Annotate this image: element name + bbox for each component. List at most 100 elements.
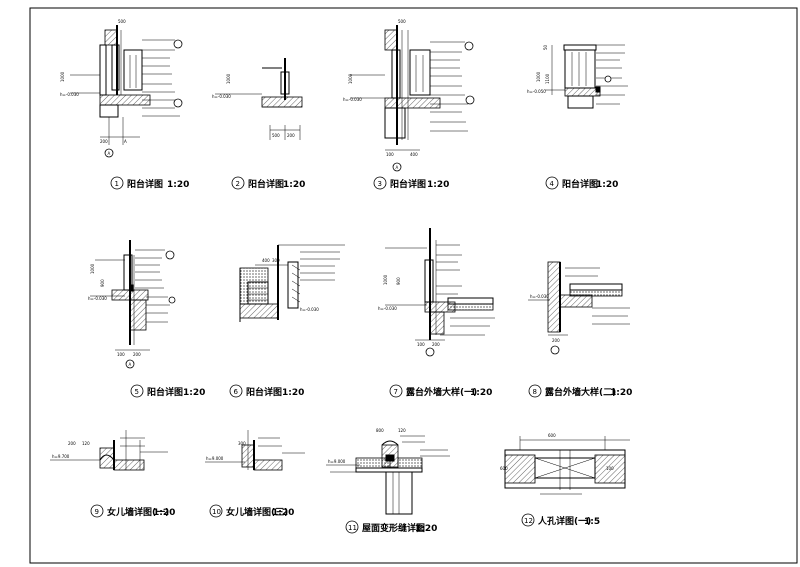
detail-4-drawing: 50 1000 1100 h=-0.050 [527, 44, 628, 109]
detail-6-drawing: 400 300 h=-0.030 [239, 244, 345, 322]
d11-dim-b: 120 [398, 428, 406, 433]
detail-9-scale: 1:20 [153, 508, 175, 518]
detail-11-number: 11 [348, 524, 357, 532]
detail-3-scale: 1:20 [427, 180, 449, 190]
detail-2-drawing: h=-0.030 1000 500 200 [212, 58, 303, 140]
detail-4-scale: 1:20 [596, 180, 618, 190]
d7-level: h=-0.030 [378, 306, 397, 311]
detail-7-number-circle [389, 384, 403, 398]
d8-dim-a: 200 [552, 338, 560, 343]
detail-1-number-circle [110, 176, 124, 190]
detail-2-number: 2 [236, 180, 240, 188]
d12-dim-a: 600 [548, 433, 556, 438]
d10-level: h=9.000 [206, 456, 224, 461]
detail-10-drawing: 300 h=9.000 [205, 430, 305, 471]
detail-8-title: 露台外墙大样(二) [545, 386, 616, 398]
d5-axis: A [129, 362, 132, 367]
d1-dim-b: A [124, 139, 127, 144]
d11-level: h=9.000 [328, 459, 346, 464]
detail-1-title: 阳台详图 [127, 178, 163, 190]
d3-axis: A [396, 165, 399, 170]
detail-10-title: 女儿墙详图(三) [226, 506, 288, 518]
d10-dim-a: 300 [238, 441, 246, 446]
detail-2-number-circle [231, 176, 245, 190]
detail-7-title: 露台外墙大样(一) [406, 386, 477, 398]
detail-5-scale: 1:20 [183, 388, 205, 398]
d7-height-a: 1000 [383, 274, 388, 285]
d7-dim-b: 200 [432, 342, 440, 347]
detail-6-scale: 1:20 [282, 388, 304, 398]
d2-dim-b: 200 [287, 133, 295, 138]
d2-level: h=-0.030 [212, 94, 231, 99]
detail-9-number-circle [90, 504, 104, 518]
d1-level: h=-0.030 [60, 92, 79, 97]
d5-height-a: 1000 [90, 263, 95, 274]
detail-5-drawing: h=-0.030 1000 900 100 200 A [88, 240, 176, 369]
d7-height-b: 900 [396, 277, 401, 285]
d5-level: h=-0.030 [88, 296, 107, 301]
detail-1-number: 1 [115, 180, 119, 188]
detail-8-number-circle [528, 384, 542, 398]
detail-11-scale: 1:20 [415, 524, 437, 534]
detail-11-drawing: 800 120 h=9.000 [326, 428, 450, 515]
detail-6-title: 阳台详图 [246, 386, 282, 398]
d1-dim-a: 200 [100, 139, 108, 144]
detail-4-number: 4 [550, 180, 555, 188]
detail-1-drawing: h=-0.030 1000 200 A 500 A [60, 19, 183, 158]
detail-8-number: 8 [533, 388, 537, 396]
detail-7-number: 7 [394, 388, 398, 396]
d3-height: 1000 [348, 73, 353, 84]
d4-height-a: 1000 [536, 71, 541, 82]
detail-3-drawing: h=-0.030 1000 100 400 500 A [343, 19, 475, 172]
detail-10-scale: 1:20 [272, 508, 294, 518]
d6-dim-a: 400 [262, 258, 270, 263]
d5-dim-b: 200 [133, 352, 141, 357]
detail-12-scale: 1:5 [584, 517, 600, 527]
detail-1-scale: 1:20 [167, 180, 189, 190]
detail-9-title: 女儿墙详图(一) [107, 506, 169, 518]
detail-7-drawing: h=-0.030 1000 900 100 200 [378, 228, 495, 357]
detail-11-number-circle [345, 520, 359, 534]
detail-4-title: 阳台详图 [562, 178, 598, 190]
d2-height: 1000 [226, 73, 231, 84]
detail-3-title: 阳台详图 [390, 178, 426, 190]
d11-dim-a: 800 [376, 428, 384, 433]
detail-7-scale: 1:20 [470, 388, 492, 398]
detail-5-number-circle [130, 384, 144, 398]
d12-dim-c: 100 [606, 466, 614, 471]
detail-2-scale: 1:20 [283, 180, 305, 190]
d9-level: h=9.700 [52, 454, 70, 459]
d6-level: h=-0.030 [300, 307, 319, 312]
detail-3-number: 3 [378, 180, 382, 188]
d3-dim-top: 500 [398, 19, 406, 24]
d3-dim-a: 100 [386, 152, 394, 157]
detail-9-drawing: 200 120 h=9.700 [50, 430, 168, 471]
d4-height-b: 1100 [545, 73, 550, 84]
detail-3-number-circle [373, 176, 387, 190]
detail-6-number-circle [229, 384, 243, 398]
detail-6-number: 6 [234, 388, 239, 396]
detail-10-number: 10 [212, 508, 221, 516]
detail-12-number: 12 [524, 517, 533, 525]
d9-dim-b: 120 [82, 441, 90, 446]
detail-8-scale: 1:20 [610, 388, 632, 398]
d1-dim-top: 500 [118, 19, 126, 24]
detail-10-number-circle [209, 504, 223, 518]
d9-dim-a: 200 [68, 441, 76, 446]
sheet-border [29, 7, 798, 564]
detail-12-title: 人孔详图(一) [537, 515, 591, 527]
detail-8-drawing: h=-0.030 200 [528, 261, 630, 355]
detail-2-title: 阳台详图 [248, 178, 284, 190]
detail-5-title: 阳台详图 [147, 386, 183, 398]
d8-level: h=-0.030 [530, 294, 549, 299]
d5-dim-a: 100 [117, 352, 125, 357]
d3-dim-b: 400 [410, 152, 418, 157]
d4-level: h=-0.050 [527, 89, 546, 94]
d4-dim-top: 50 [543, 44, 548, 50]
d2-dim-a: 500 [272, 133, 280, 138]
d1-height: 1000 [60, 71, 65, 82]
d5-height-b: 900 [100, 279, 105, 287]
detail-12-drawing: 600 600 100 [500, 433, 630, 495]
d12-dim-b: 600 [500, 466, 508, 471]
